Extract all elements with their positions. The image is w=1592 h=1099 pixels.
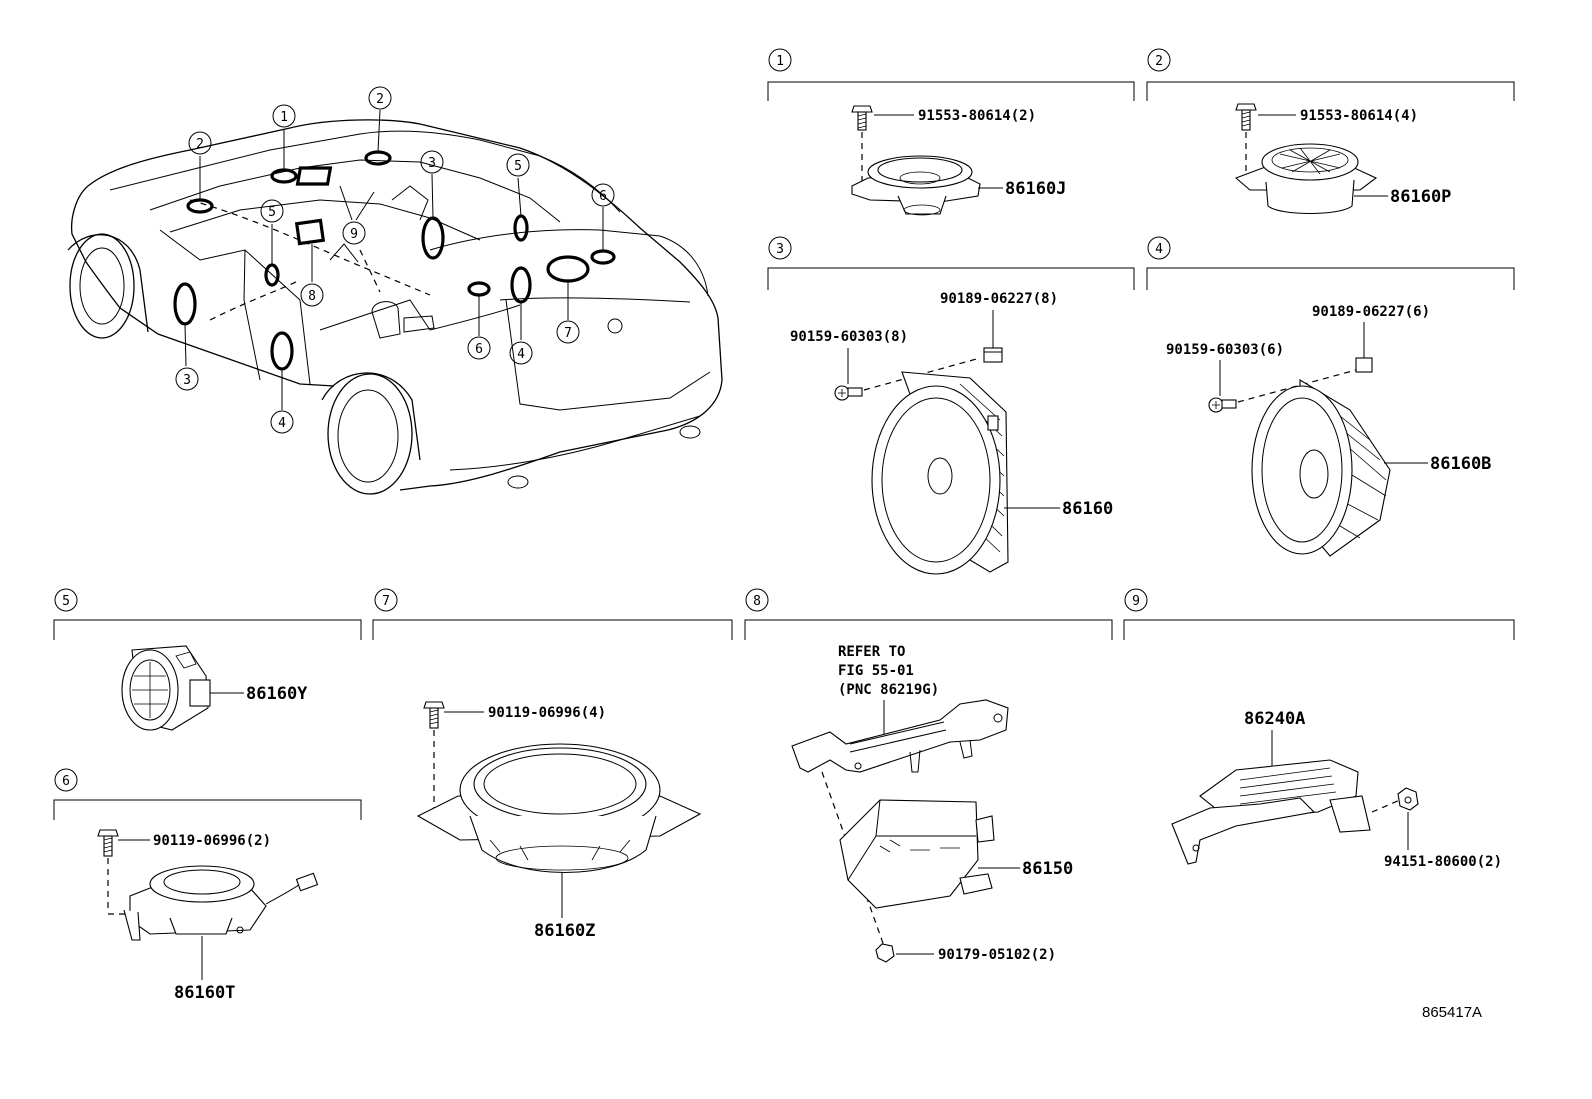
part-number: 86160 [1062, 499, 1113, 519]
svg-text:8: 8 [308, 289, 316, 304]
car-callout: 6 [591, 183, 615, 207]
svg-text:7: 7 [564, 326, 572, 341]
svg-text:9: 9 [350, 227, 358, 242]
antenna-amplifier-icon [1171, 759, 1371, 865]
bracket-icon [791, 699, 1009, 773]
section-number: 4 [1155, 242, 1163, 257]
diagram-id: 865417A [1422, 1004, 1482, 1021]
section-number: 2 [1155, 54, 1163, 69]
screw-icon [97, 829, 119, 857]
part-number: 90119-06996(2) [153, 833, 271, 849]
section-1: 1 91553-80614(2) 86160J [767, 48, 1135, 216]
part-number: 94151-80600(2) [1384, 854, 1502, 870]
section-6: 6 90119-06996(2) 86160T [53, 768, 362, 1003]
part-number: 86160J [1005, 179, 1066, 199]
section-8: 8 REFER TO FIG 55-01 (PNC 86219G) 86150 [744, 588, 1113, 963]
part-number: 86150 [1022, 859, 1073, 879]
section-7: 7 90119-06996(4) 86160Z [372, 588, 733, 941]
car-callout: 4 [270, 410, 294, 434]
car-callout: 2 [188, 131, 212, 155]
car-callout: 7 [556, 320, 580, 344]
subwoofer-speaker-icon [416, 743, 702, 874]
amplifier-icon [839, 799, 995, 909]
clip-nut-icon [983, 347, 1003, 363]
svg-text:3: 3 [183, 373, 191, 388]
car-callout: 8 [300, 283, 324, 307]
door-speaker-icon [1251, 379, 1391, 557]
refer-note: FIG 55-01 [838, 663, 914, 679]
section-number: 8 [753, 594, 761, 609]
part-number: 86240A [1244, 709, 1305, 729]
part-number: 86160T [174, 983, 235, 1003]
part-number: 90179-05102(2) [938, 947, 1056, 963]
part-number: 91553-80614(4) [1300, 108, 1418, 124]
svg-text:6: 6 [599, 189, 607, 204]
section-9: 9 86240A 94151-80600(2) [1123, 588, 1515, 870]
car-callout: 3 [420, 150, 444, 174]
car-callout: 6 [467, 336, 491, 360]
section-2: 2 91553-80614(4) 86160P [1146, 48, 1515, 215]
nut-icon [875, 943, 895, 963]
screw-icon [851, 105, 873, 131]
svg-text:3: 3 [428, 156, 436, 171]
part-number: 90119-06996(4) [488, 705, 606, 721]
svg-text:5: 5 [268, 205, 276, 220]
car-callout: 9 [342, 221, 366, 245]
car-callout: 5 [260, 199, 284, 223]
svg-text:6: 6 [475, 342, 483, 357]
part-number: 90159-60303(6) [1166, 342, 1284, 358]
section-4: 4 90189-06227(6) 90159-60303(6) 86160B [1146, 236, 1515, 557]
nut-icon [1397, 787, 1419, 811]
svg-text:1: 1 [280, 110, 288, 125]
screw-icon [1208, 397, 1237, 413]
tweeter-speaker-icon [123, 865, 319, 941]
section-number: 1 [776, 54, 784, 69]
part-number: 91553-80614(2) [918, 108, 1036, 124]
section-number: 6 [62, 774, 70, 789]
small-speaker-icon [121, 645, 211, 731]
part-number: 86160Z [534, 921, 595, 941]
section-5: 5 86160Y [53, 588, 362, 731]
car-callout: 1 [272, 104, 296, 128]
clip-nut-icon [1355, 357, 1373, 373]
car-illustration: 1 2 2 3 3 4 4 5 5 6 6 7 8 9 [67, 86, 723, 495]
refer-note: REFER TO [838, 644, 905, 660]
part-number: 86160P [1390, 187, 1451, 207]
svg-text:2: 2 [376, 92, 384, 107]
part-number: 86160Y [246, 684, 308, 704]
tweeter-speaker-icon [851, 155, 981, 216]
svg-text:5: 5 [514, 159, 522, 174]
refer-note: (PNC 86219G) [838, 682, 939, 698]
door-speaker-icon [871, 371, 1009, 575]
part-number: 90189-06227(8) [940, 291, 1058, 307]
section-number: 5 [62, 594, 70, 609]
svg-text:4: 4 [517, 347, 525, 362]
car-callout: 5 [506, 153, 530, 177]
part-number: 90159-60303(8) [790, 329, 908, 345]
screw-icon [834, 385, 863, 401]
part-number: 86160B [1430, 454, 1491, 474]
section-number: 3 [776, 242, 784, 257]
screw-icon [1235, 103, 1257, 131]
section-3: 3 90189-06227(8) 90159-60303(8) 86160 [767, 236, 1135, 575]
section-number: 7 [382, 594, 390, 609]
tweeter-speaker-icon [1234, 143, 1378, 215]
car-callout: 4 [509, 341, 533, 365]
svg-text:4: 4 [278, 416, 286, 431]
car-callout: 3 [175, 367, 199, 391]
svg-text:2: 2 [196, 137, 204, 152]
car-callout: 2 [368, 86, 392, 110]
screw-icon [423, 701, 445, 729]
part-number: 90189-06227(6) [1312, 304, 1430, 320]
section-number: 9 [1132, 594, 1140, 609]
